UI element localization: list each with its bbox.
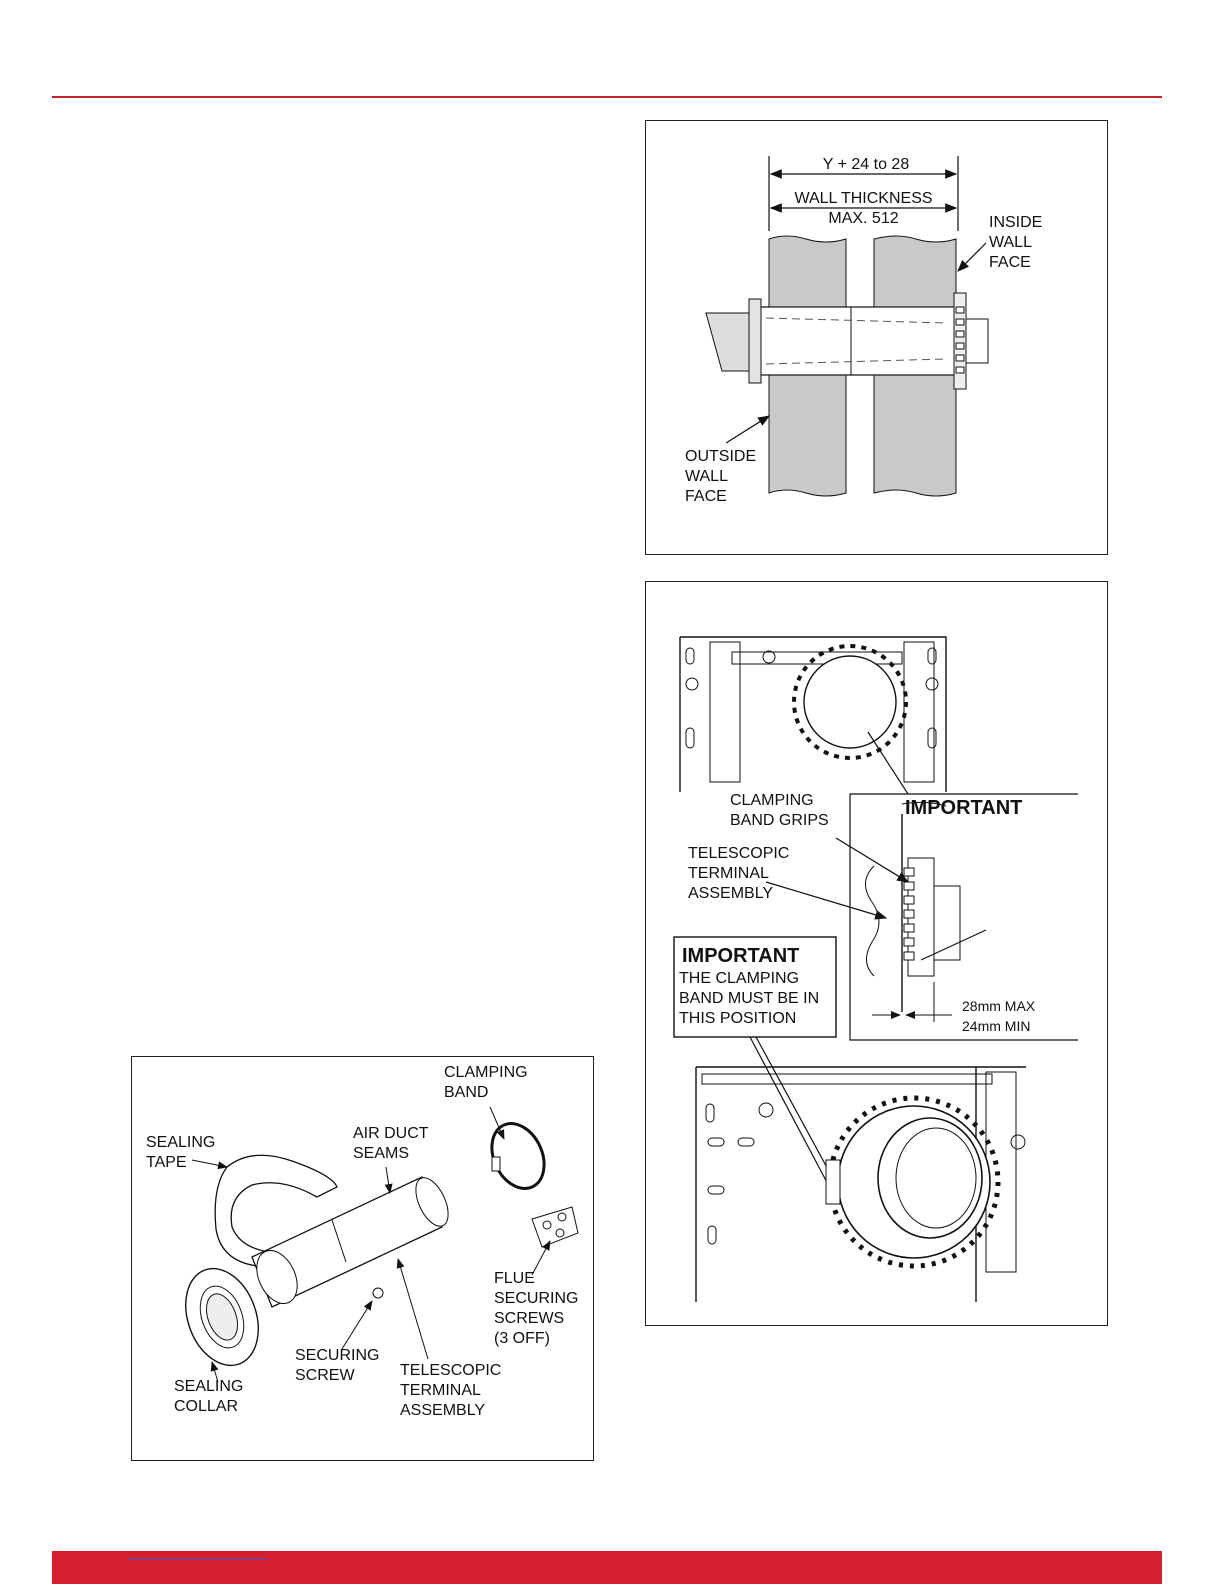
clamping-band-diagram <box>673 636 1078 1302</box>
terminal-kit-diagram <box>185 1106 579 1383</box>
clamping-band-label: CLAMPING BAND <box>444 1064 528 1101</box>
clamping-band-figure: IMPORTANT CLAMPING BAND GRIPS TELESCOPIC… <box>645 581 1108 1326</box>
dimension-top-label: Y + 24 to 28 <box>822 156 910 173</box>
wall-thickness-label: WALL THICKNESS MAX. 512 <box>794 190 933 227</box>
important-box-title: IMPORTANT <box>682 945 800 967</box>
header-rule <box>52 96 1162 98</box>
terminal-kit-figure: CLAMPING BAND SEALING TAPE AIR DUCT SEAM… <box>131 1056 594 1461</box>
important-heading-main: IMPORTANT <box>905 797 1023 819</box>
max-dimension-label: 28mm MAX <box>962 998 1036 1014</box>
securing-screw-label: SECURING SCREW <box>295 1347 380 1384</box>
inside-wall-face-label: INSIDE WALL FACE <box>989 214 1043 271</box>
telescopic-terminal-label: TELESCOPIC TERMINAL ASSEMBLY <box>400 1362 502 1419</box>
important-box-text: THE CLAMPING BAND MUST BE IN THIS POSITI… <box>679 970 820 1027</box>
min-dimension-label: 24mm MIN <box>962 1018 1031 1034</box>
wall-thickness-figure: Y + 24 to 28 WALL THICKNESS MAX. 512 INS… <box>645 120 1108 555</box>
footer-bar <box>52 1551 1162 1584</box>
footer-link-underline[interactable] <box>128 1558 268 1559</box>
band-grips-label: CLAMPING BAND GRIPS <box>730 792 829 829</box>
outside-wall-face-label: OUTSIDE WALL FACE <box>685 448 757 505</box>
telescopic-assembly-label: TELESCOPIC TERMINAL ASSEMBLY <box>688 845 790 902</box>
sealing-collar-label: SEALING COLLAR <box>174 1378 244 1415</box>
air-duct-seams-label: AIR DUCT SEAMS <box>353 1125 429 1162</box>
sealing-tape-label: SEALING TAPE <box>146 1134 216 1171</box>
wall-diagram <box>705 156 989 497</box>
flue-securing-screws-label: FLUE SECURING SCREWS (3 OFF) <box>494 1270 579 1347</box>
